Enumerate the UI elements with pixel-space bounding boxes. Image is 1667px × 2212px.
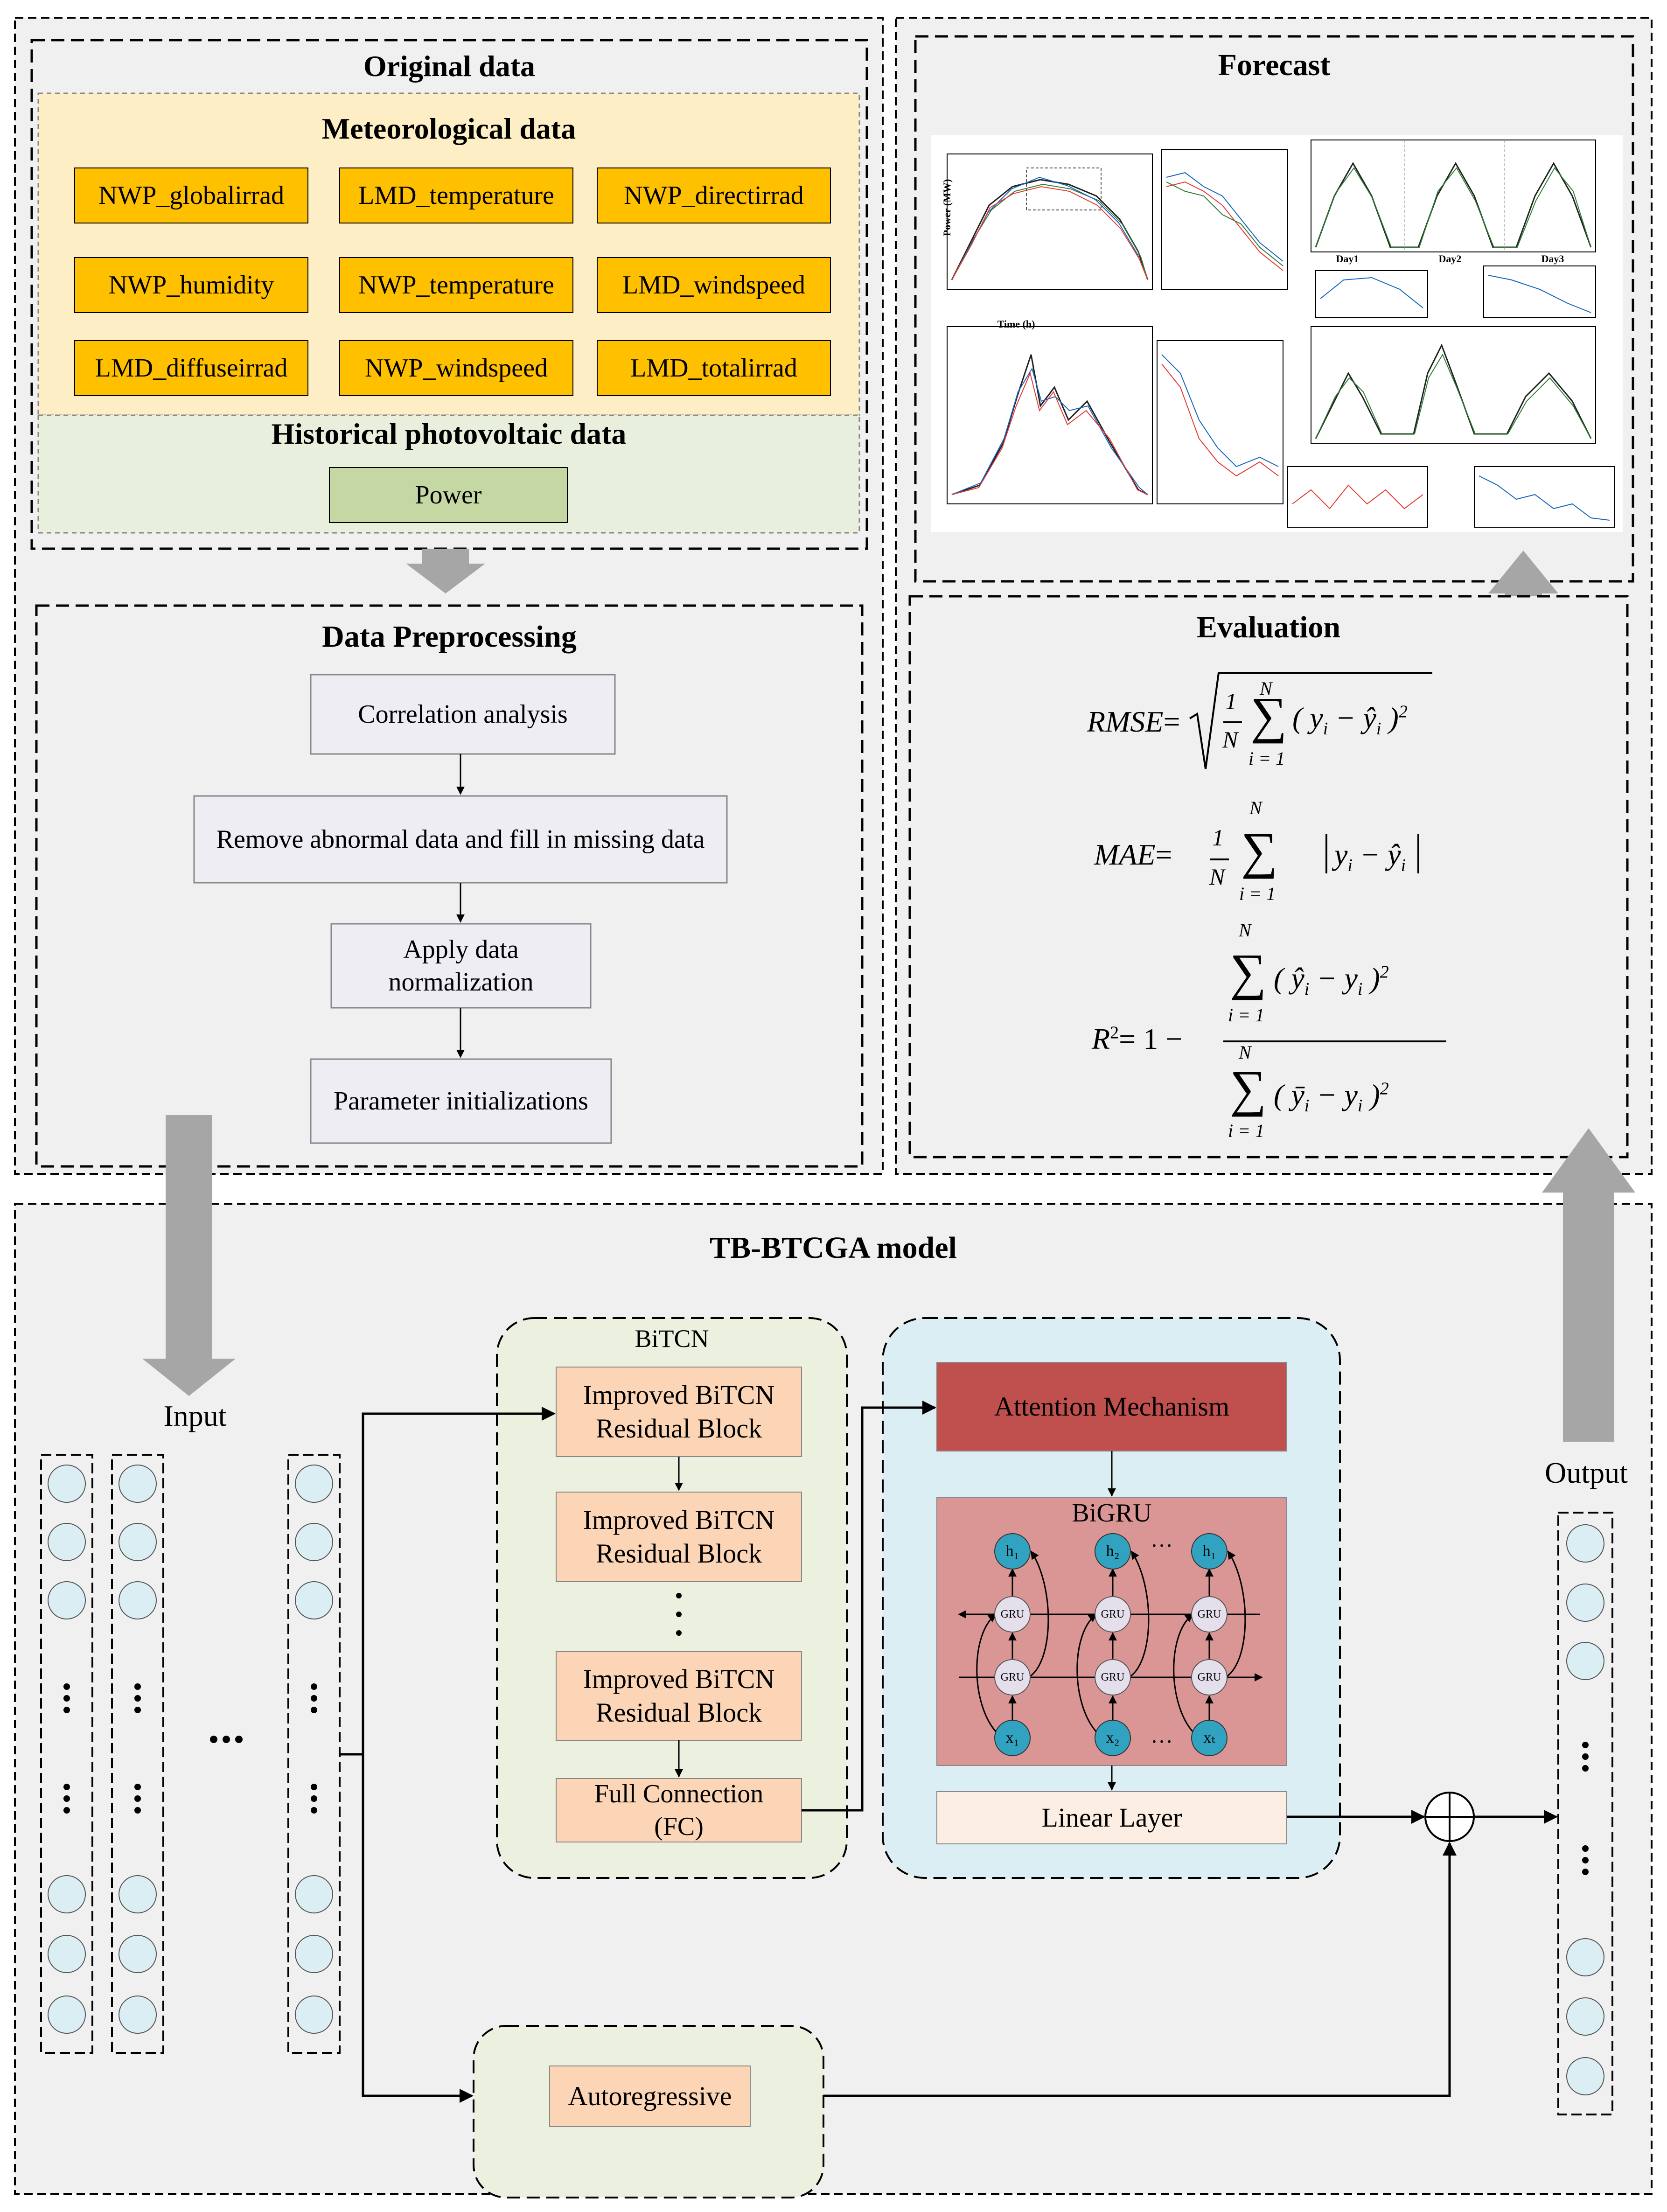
output-vertical-dots xyxy=(1582,1742,1589,1875)
bigru-gru-nodes xyxy=(994,1596,1228,1696)
arrow-original-to-preprocessing xyxy=(406,549,485,593)
input-vertical-dots xyxy=(63,1683,317,1814)
linear-layer-box xyxy=(936,1791,1287,1844)
input-columns xyxy=(40,1454,341,2054)
bigru-hidden-nodes xyxy=(994,1533,1228,1570)
evaluation-panel xyxy=(908,595,1629,1158)
output-nodes xyxy=(1566,1524,1604,2095)
preprocessing-step-boxes xyxy=(193,674,728,1144)
bigru-input-nodes xyxy=(994,1720,1228,1756)
input-nodes xyxy=(48,1465,333,2034)
power-box xyxy=(329,467,568,523)
meteorological-item-boxes xyxy=(74,167,831,396)
autoregressive-box xyxy=(549,2065,751,2127)
forecast-chart-1 xyxy=(947,149,1288,290)
forecast-chart-4 xyxy=(1287,326,1615,528)
evaluation-formula-strokes xyxy=(1189,672,1446,1042)
arrow-preprocessing-to-input xyxy=(142,1115,236,1396)
arrow-output-to-evaluation xyxy=(1542,1128,1635,1442)
sum-operator xyxy=(1424,1792,1475,1842)
bitcn-block-boxes xyxy=(556,1367,802,1842)
attention-box xyxy=(936,1362,1287,1451)
forecast-chart-3 xyxy=(947,326,1283,504)
model-connections xyxy=(341,1401,1558,2103)
forecast-chart-2 xyxy=(1311,140,1596,318)
bitcn-vertical-dots xyxy=(676,1593,682,1636)
